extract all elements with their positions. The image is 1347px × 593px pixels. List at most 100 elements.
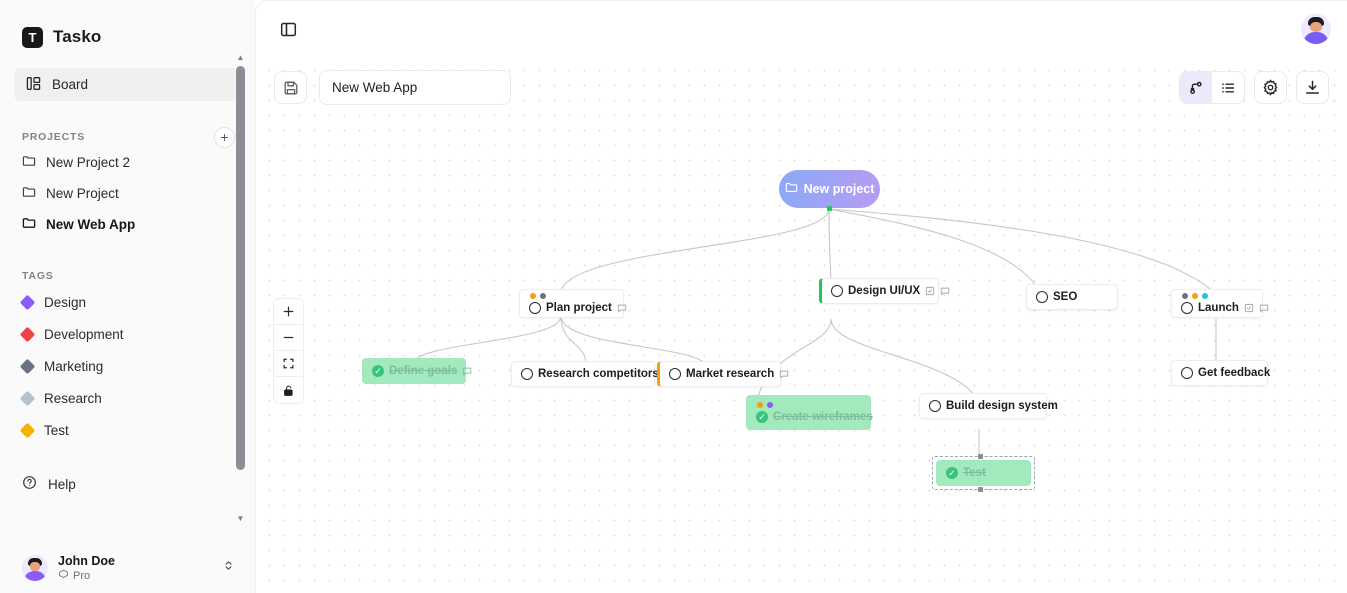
- save-button[interactable]: [274, 71, 307, 104]
- tag-diamond-icon: [19, 390, 36, 406]
- comment-icon[interactable]: [617, 303, 627, 313]
- node-label: Market research: [686, 368, 775, 380]
- tags-section-header: TAGS: [0, 266, 255, 286]
- projects-section-title: PROJECTS: [22, 131, 85, 143]
- panel-left-icon[interactable]: [274, 15, 302, 43]
- node-market-research[interactable]: Market research: [657, 361, 789, 387]
- tag-diamond-icon: [19, 422, 36, 438]
- sidebar-project-new-project[interactable]: New Project: [0, 178, 255, 209]
- sidebar-project-new-project-2[interactable]: New Project 2: [0, 147, 255, 178]
- add-project-button[interactable]: +: [214, 126, 235, 148]
- tag-dots: [1181, 293, 1253, 299]
- scroll-down-arrow-icon[interactable]: ▼: [236, 514, 245, 523]
- node-plan-project[interactable]: Plan project: [519, 289, 627, 318]
- download-button[interactable]: [1296, 71, 1329, 104]
- question-circle-icon: [22, 475, 37, 493]
- scroll-up-arrow-icon[interactable]: ▲: [236, 53, 245, 62]
- tag-diamond-icon: [19, 294, 36, 310]
- canvas-toolbar: [274, 70, 1329, 105]
- user-plan-label: Pro: [73, 570, 91, 582]
- tag-diamond-icon: [19, 358, 36, 374]
- zoom-out-button[interactable]: [274, 325, 303, 351]
- node-label: Research competitors: [538, 368, 659, 380]
- zoom-in-button[interactable]: [274, 299, 303, 325]
- sidebar-item-board[interactable]: Board: [14, 68, 241, 101]
- project-label: New Web App: [46, 217, 136, 232]
- scrollbar-thumb[interactable]: [236, 66, 245, 470]
- list-view-button[interactable]: [1212, 72, 1244, 103]
- box-icon: [58, 569, 69, 583]
- node-checkbox[interactable]: [1181, 367, 1193, 379]
- edge-layer: [413, 208, 1217, 472]
- node-get-feedback[interactable]: Get feedback: [1171, 360, 1270, 386]
- canvas-zoom-controls: [273, 298, 304, 404]
- view-switcher: [1179, 71, 1245, 104]
- node-label: New project: [803, 182, 875, 196]
- node-design-ui-ux[interactable]: Design UI/UX: [819, 278, 950, 304]
- fit-view-button[interactable]: [274, 351, 303, 377]
- main-area: New project Plan project: [255, 0, 1347, 593]
- checklist-icon[interactable]: [1244, 303, 1254, 313]
- node-launch[interactable]: Launch: [1171, 289, 1269, 318]
- tag-dots: [756, 402, 861, 408]
- comment-icon[interactable]: [940, 286, 950, 296]
- sidebar-project-new-web-app[interactable]: New Web App: [0, 209, 255, 240]
- flow-canvas[interactable]: New project Plan project: [255, 57, 1347, 593]
- folder-icon: [785, 181, 798, 197]
- user-avatar[interactable]: [1301, 14, 1331, 44]
- sidebar-tag-marketing[interactable]: Marketing: [0, 350, 255, 382]
- node-checkbox[interactable]: [831, 285, 843, 297]
- sidebar-tag-research[interactable]: Research: [0, 382, 255, 414]
- node-create-wireframes[interactable]: ✓ Create wireframes: [746, 395, 873, 430]
- tag-dot: [530, 293, 536, 299]
- node-checkbox[interactable]: [529, 302, 541, 314]
- sidebar-tag-test[interactable]: Test: [0, 414, 255, 446]
- project-label: New Project: [46, 186, 119, 201]
- project-label: New Project 2: [46, 155, 131, 170]
- folder-icon: [22, 185, 36, 202]
- board-icon: [26, 76, 41, 94]
- node-label: Build design system: [946, 400, 1058, 412]
- tasko-logo-icon: T: [22, 26, 43, 48]
- sidebar-tag-development[interactable]: Development: [0, 318, 255, 350]
- tree-view-button[interactable]: [1180, 72, 1212, 103]
- tag-dot: [767, 402, 773, 408]
- node-checkbox-checked[interactable]: ✓: [946, 467, 958, 479]
- sidebar-scrollbar[interactable]: ▲ ▼: [235, 52, 246, 524]
- node-checkbox[interactable]: [1036, 291, 1048, 303]
- node-research-competitors[interactable]: Research competitors: [511, 361, 659, 387]
- node-label: Plan project: [546, 302, 612, 314]
- node-define-goals[interactable]: ✓ Define goals: [362, 358, 472, 384]
- node-checkbox[interactable]: [521, 368, 533, 380]
- projects-section-header: PROJECTS +: [0, 126, 255, 148]
- comment-icon[interactable]: [779, 369, 789, 379]
- comment-icon[interactable]: [462, 366, 472, 376]
- chevron-up-down-icon[interactable]: [222, 558, 235, 578]
- user-profile-row[interactable]: John Doe Pro: [0, 553, 255, 583]
- tag-label: Development: [44, 326, 124, 342]
- lock-toggle-button[interactable]: [274, 377, 303, 403]
- tag-label: Marketing: [44, 358, 104, 374]
- node-checkbox-checked[interactable]: ✓: [372, 365, 384, 377]
- connection-handle[interactable]: [827, 206, 832, 211]
- tag-diamond-icon: [19, 326, 36, 342]
- sidebar-item-label: Board: [52, 77, 89, 92]
- node-seo[interactable]: SEO: [1026, 284, 1118, 310]
- tag-dot: [1202, 293, 1208, 299]
- checklist-icon[interactable]: [925, 286, 935, 296]
- node-checkbox[interactable]: [669, 368, 681, 380]
- comment-icon[interactable]: [1259, 303, 1269, 313]
- tag-dot: [540, 293, 546, 299]
- folder-icon: [22, 216, 36, 233]
- node-build-design-system[interactable]: Build design system: [919, 393, 1058, 419]
- node-checkbox[interactable]: [1181, 302, 1193, 314]
- node-new-project[interactable]: New project: [779, 170, 880, 211]
- node-test[interactable]: ✓ Test: [932, 454, 1035, 492]
- node-checkbox[interactable]: [929, 400, 941, 412]
- sidebar-tag-design[interactable]: Design: [0, 286, 255, 318]
- folder-icon: [22, 154, 36, 171]
- board-title-input[interactable]: [319, 70, 511, 105]
- settings-button[interactable]: [1254, 71, 1287, 104]
- sidebar-item-help[interactable]: Help: [0, 468, 255, 500]
- node-checkbox-checked[interactable]: ✓: [756, 411, 768, 423]
